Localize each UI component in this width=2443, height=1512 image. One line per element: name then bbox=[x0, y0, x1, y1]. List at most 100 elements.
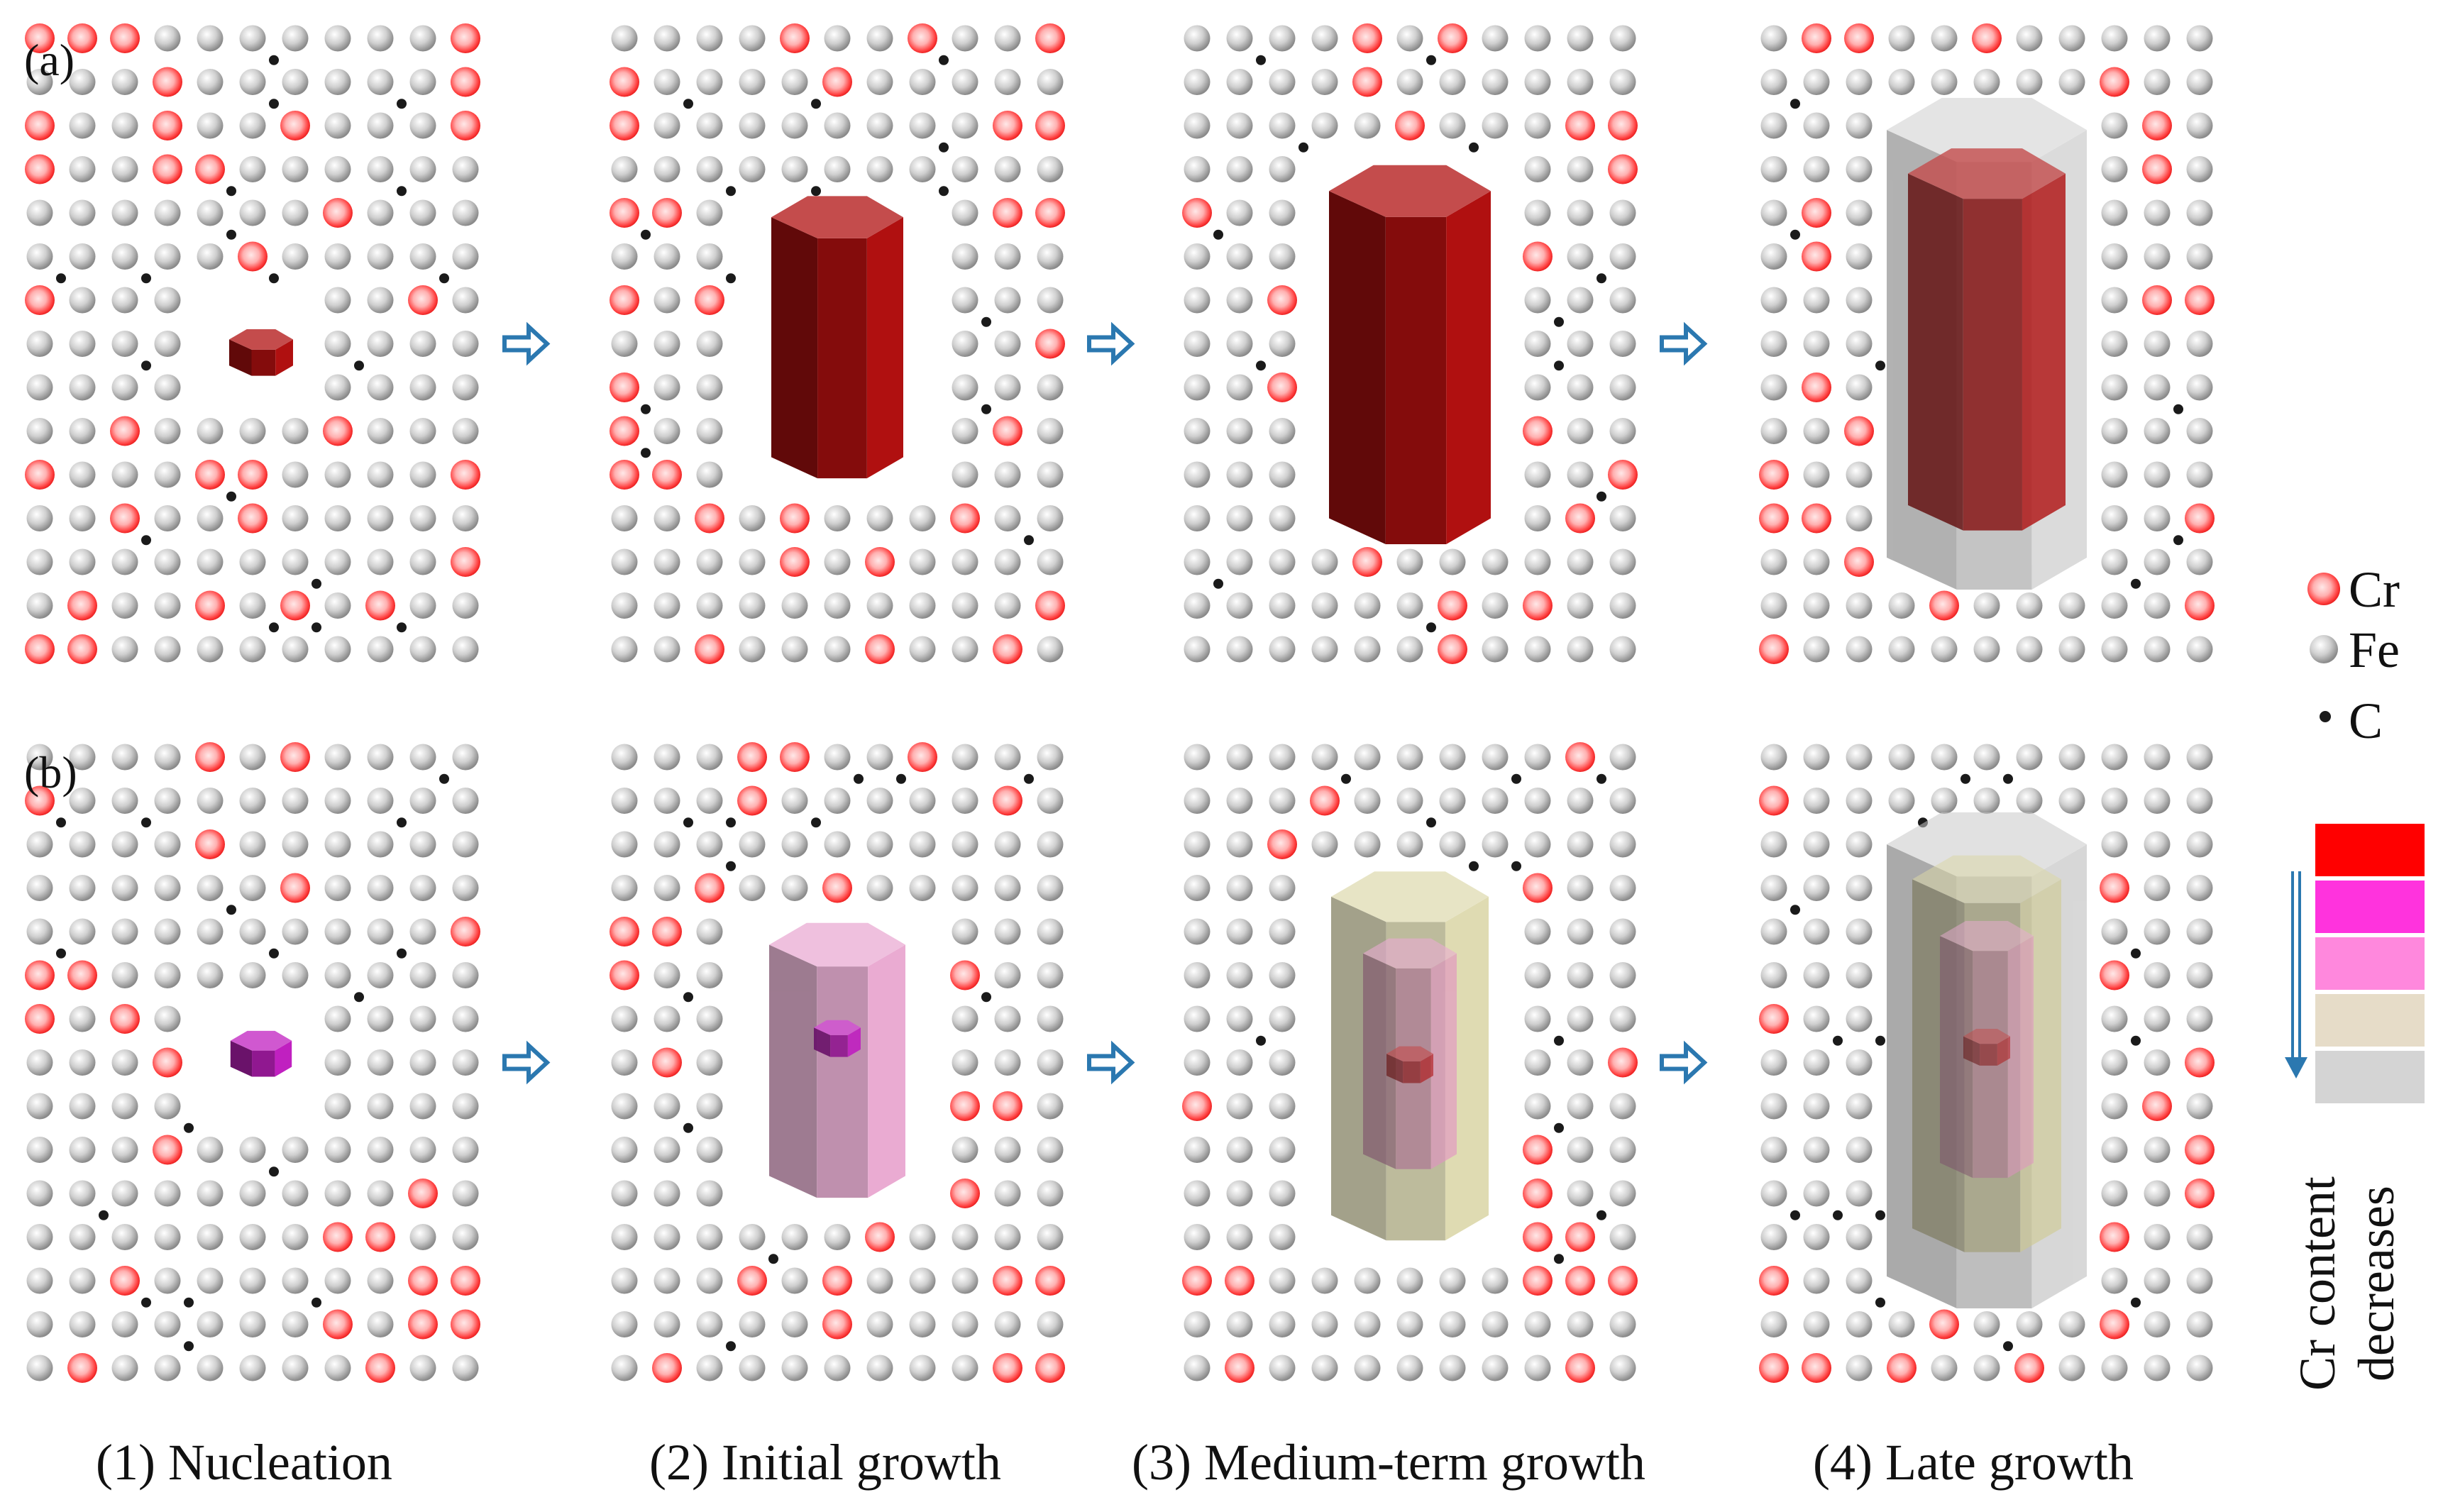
fe-atom bbox=[1269, 1354, 1296, 1381]
fe-atom bbox=[1803, 636, 1830, 663]
c-atom bbox=[1213, 229, 1223, 240]
fe-atom bbox=[324, 636, 351, 663]
fe-atom bbox=[367, 744, 394, 771]
fe-atom bbox=[69, 1311, 96, 1337]
fe-atom bbox=[1567, 331, 1594, 357]
fe-atom bbox=[696, 1267, 723, 1294]
fe-atom bbox=[654, 1137, 680, 1163]
cr-atom bbox=[280, 111, 310, 140]
c-atom bbox=[397, 622, 407, 633]
fe-atom bbox=[409, 788, 436, 814]
fe-atom bbox=[611, 1093, 638, 1120]
fe-atom bbox=[1311, 548, 1338, 575]
c-atom bbox=[768, 1254, 778, 1264]
prism-face-right bbox=[275, 339, 293, 376]
cr-atom bbox=[1267, 829, 1297, 859]
c-atom bbox=[1426, 817, 1436, 828]
c-atom bbox=[1554, 1035, 1564, 1046]
fe-atom bbox=[1269, 1224, 1296, 1250]
stage-arrow-b-3 bbox=[1660, 1040, 1708, 1085]
fe-atom bbox=[611, 788, 638, 814]
fe-atom bbox=[994, 592, 1021, 619]
fe-atom bbox=[1482, 69, 1509, 95]
cr-atom bbox=[1802, 373, 1831, 402]
fe-atom bbox=[781, 875, 808, 901]
fe-atom bbox=[1226, 1311, 1253, 1337]
atom-panel-b-4 bbox=[1759, 744, 2215, 1383]
fe-atom bbox=[1609, 1137, 1636, 1163]
c-atom bbox=[854, 773, 864, 784]
fe-atom bbox=[1846, 461, 1873, 488]
fe-atom bbox=[1311, 1311, 1338, 1337]
fe-atom bbox=[994, 1311, 1021, 1337]
legend-scale-caption: Cr content decreases bbox=[2288, 1176, 2406, 1391]
fe-atom bbox=[197, 636, 224, 663]
cr-atom bbox=[610, 198, 639, 228]
fe-atom bbox=[611, 25, 638, 52]
fe-atom bbox=[111, 243, 138, 270]
fe-atom bbox=[367, 287, 394, 314]
fe-atom bbox=[154, 505, 181, 531]
cr-atom bbox=[950, 1179, 980, 1208]
fe-atom bbox=[197, 1137, 224, 1163]
fe-atom bbox=[1931, 788, 1958, 814]
fe-atom bbox=[154, 25, 181, 52]
fe-atom bbox=[1184, 25, 1211, 52]
fe-atom bbox=[197, 505, 224, 531]
prism-layer-1 bbox=[771, 196, 903, 479]
fe-atom bbox=[1037, 744, 1064, 771]
fe-atom bbox=[2101, 744, 2128, 771]
fe-atom bbox=[2186, 25, 2213, 52]
prism-face-front bbox=[1403, 1061, 1421, 1083]
c-atom bbox=[1875, 1035, 1885, 1046]
fe-atom bbox=[909, 112, 936, 139]
c-atom bbox=[397, 186, 407, 197]
fe-atom bbox=[1609, 69, 1636, 95]
cr-atom bbox=[652, 1353, 682, 1383]
fe-atom bbox=[197, 1267, 224, 1294]
fe-atom bbox=[1609, 199, 1636, 226]
cr-atom bbox=[323, 1309, 353, 1340]
fe-atom bbox=[952, 592, 978, 619]
fe-atom bbox=[1803, 418, 1830, 444]
fe-atom bbox=[1803, 1224, 1830, 1250]
fe-atom bbox=[1226, 505, 1253, 531]
fe-atom bbox=[952, 1137, 978, 1163]
fe-atom bbox=[952, 1049, 978, 1076]
fe-atom bbox=[197, 1180, 224, 1207]
c-atom bbox=[1833, 1210, 1843, 1220]
fe-atom bbox=[654, 505, 680, 531]
cr-atom bbox=[695, 634, 724, 664]
fe-atom bbox=[824, 744, 851, 771]
fe-atom bbox=[1037, 1180, 1064, 1207]
cr-atom bbox=[25, 634, 55, 664]
fe-atom bbox=[69, 788, 96, 814]
cr-atom bbox=[1565, 1222, 1595, 1252]
cr-atom bbox=[737, 1266, 767, 1296]
fe-atom bbox=[111, 548, 138, 575]
fe-atom bbox=[2101, 112, 2128, 139]
fe-atom bbox=[1396, 25, 1423, 52]
fe-atom bbox=[1567, 788, 1594, 814]
fe-atom bbox=[824, 1354, 851, 1381]
fe-atom bbox=[1184, 287, 1211, 314]
fe-atom bbox=[409, 156, 436, 182]
fe-atom bbox=[1567, 1093, 1594, 1120]
prism-face-front bbox=[817, 966, 868, 1198]
fe-atom bbox=[1524, 461, 1551, 488]
fe-atom bbox=[1803, 156, 1830, 182]
c-atom bbox=[354, 360, 364, 371]
c-atom bbox=[226, 905, 236, 915]
fe-atom bbox=[696, 243, 723, 270]
cr-atom bbox=[865, 634, 895, 664]
cr-atom bbox=[153, 111, 182, 140]
cr-atom bbox=[1523, 1179, 1553, 1208]
fe-atom bbox=[239, 548, 266, 575]
fe-atom bbox=[909, 636, 936, 663]
atom-lattice-layer bbox=[25, 23, 2215, 1383]
c-atom bbox=[726, 861, 736, 871]
scale-swatch-5 bbox=[2314, 1049, 2426, 1105]
fe-atom bbox=[952, 418, 978, 444]
fe-atom bbox=[409, 962, 436, 988]
fe-atom bbox=[324, 1049, 351, 1076]
